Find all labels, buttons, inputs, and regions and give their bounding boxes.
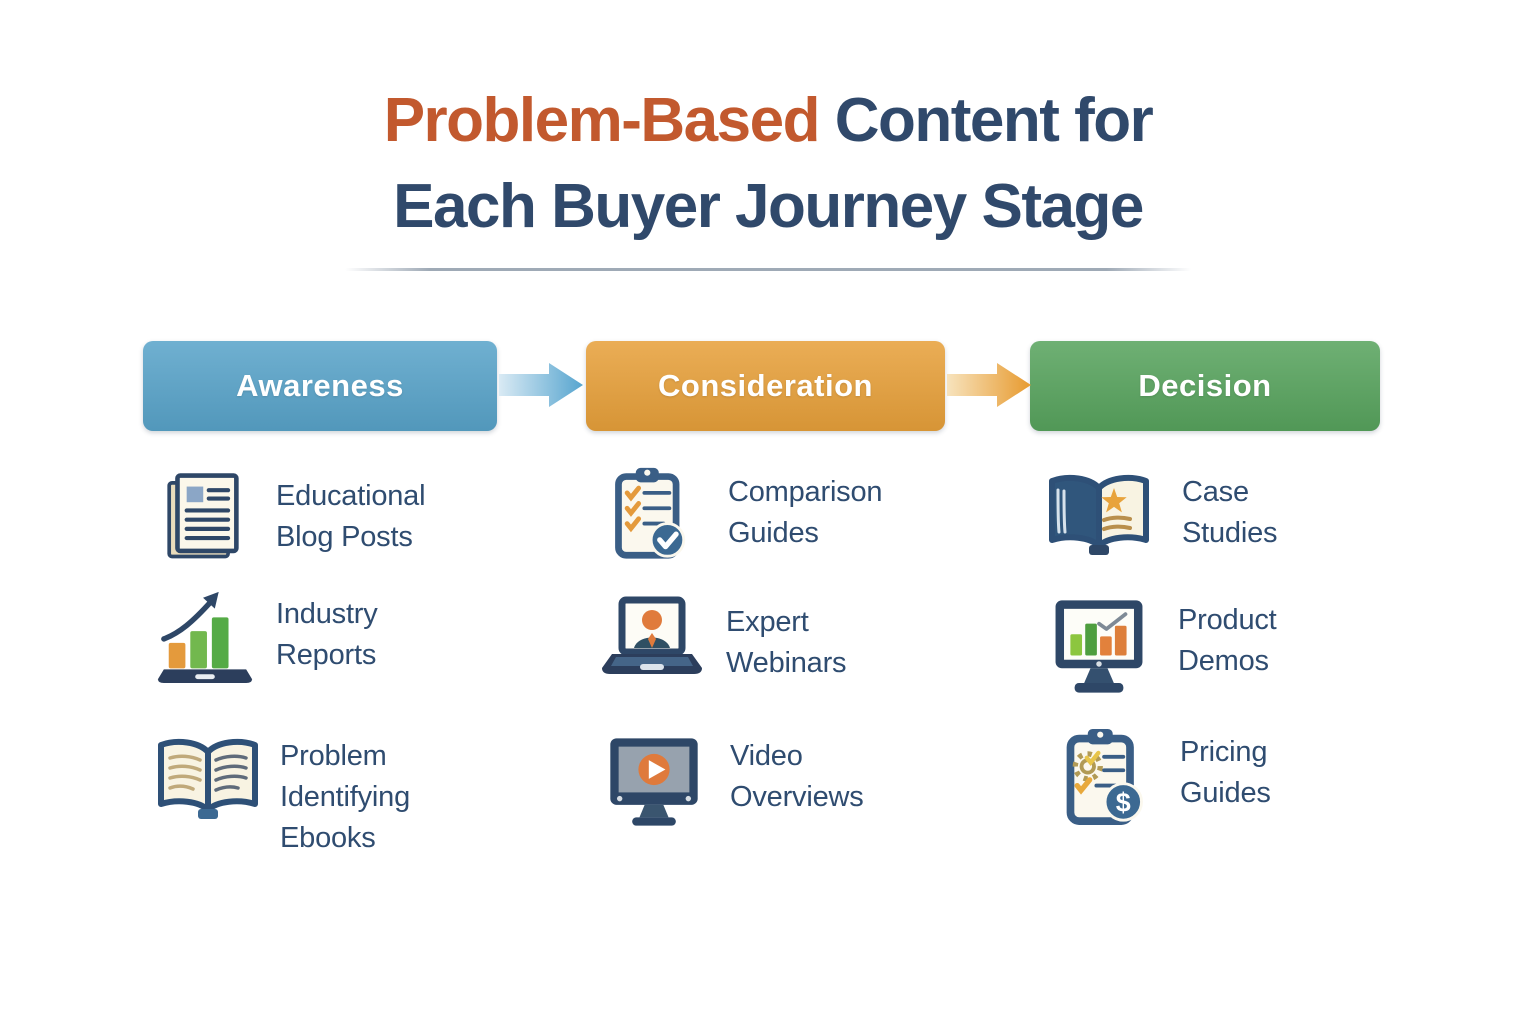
arrow-right-icon [499,363,583,407]
title-line-2: Each Buyer Journey Stage [393,171,1144,241]
content-item-label: Video Overviews [730,740,864,814]
content-item: Problem Identifying Ebooks [152,730,410,860]
blog-post-document-icon [167,473,239,559]
stage-box-decision: Decision [1030,341,1380,431]
title-line-1: Problem-Based Content for [0,78,1536,164]
stage-label: Consideration [658,368,873,403]
content-item-label: Comparison Guides [728,476,883,550]
webinar-laptop-icon [602,596,702,674]
stage-label: Decision [1138,368,1272,403]
case-study-book-icon [1049,474,1149,555]
content-item: Video Overviews [602,730,864,834]
content-item-label: Product Demos [1178,604,1277,678]
pricing-clipboard-icon: $ [1066,728,1143,825]
content-item: Case Studies [1040,466,1278,566]
video-play-monitor-icon [610,738,698,826]
bar-chart-laptop-icon [157,591,253,684]
arrow-right-icon [947,363,1031,407]
content-item-label: Industry Reports [276,598,378,672]
content-item-label: Pricing Guides [1180,736,1271,810]
stage-box-awareness: Awareness [143,341,497,431]
svg-text:$: $ [1116,788,1131,818]
demo-chart-monitor-icon [1055,600,1143,693]
content-item: Educational Blog Posts [160,470,426,562]
open-ebook-icon [158,738,258,819]
content-item: Comparison Guides [606,466,883,562]
stage-label: Awareness [236,368,404,403]
content-item: Expert Webinars [600,596,847,688]
content-item: Industry Reports [156,588,378,686]
title-divider [345,268,1191,271]
content-item-label: Expert Webinars [726,606,847,680]
checklist-clipboard-icon [615,467,686,559]
content-item-label: Educational Blog Posts [276,480,426,554]
content-item-label: Problem Identifying Ebooks [280,740,410,855]
content-item: $ Pricing Guides [1058,726,1271,826]
stage-box-consideration: Consideration [586,341,945,431]
page-title: Problem-Based Content for Each Buyer Jou… [0,78,1536,249]
title-highlight: Problem-Based [383,86,821,155]
title-rest: Content for [819,86,1154,155]
content-item: Product Demos [1046,594,1277,700]
content-item-label: Case Studies [1182,476,1278,550]
